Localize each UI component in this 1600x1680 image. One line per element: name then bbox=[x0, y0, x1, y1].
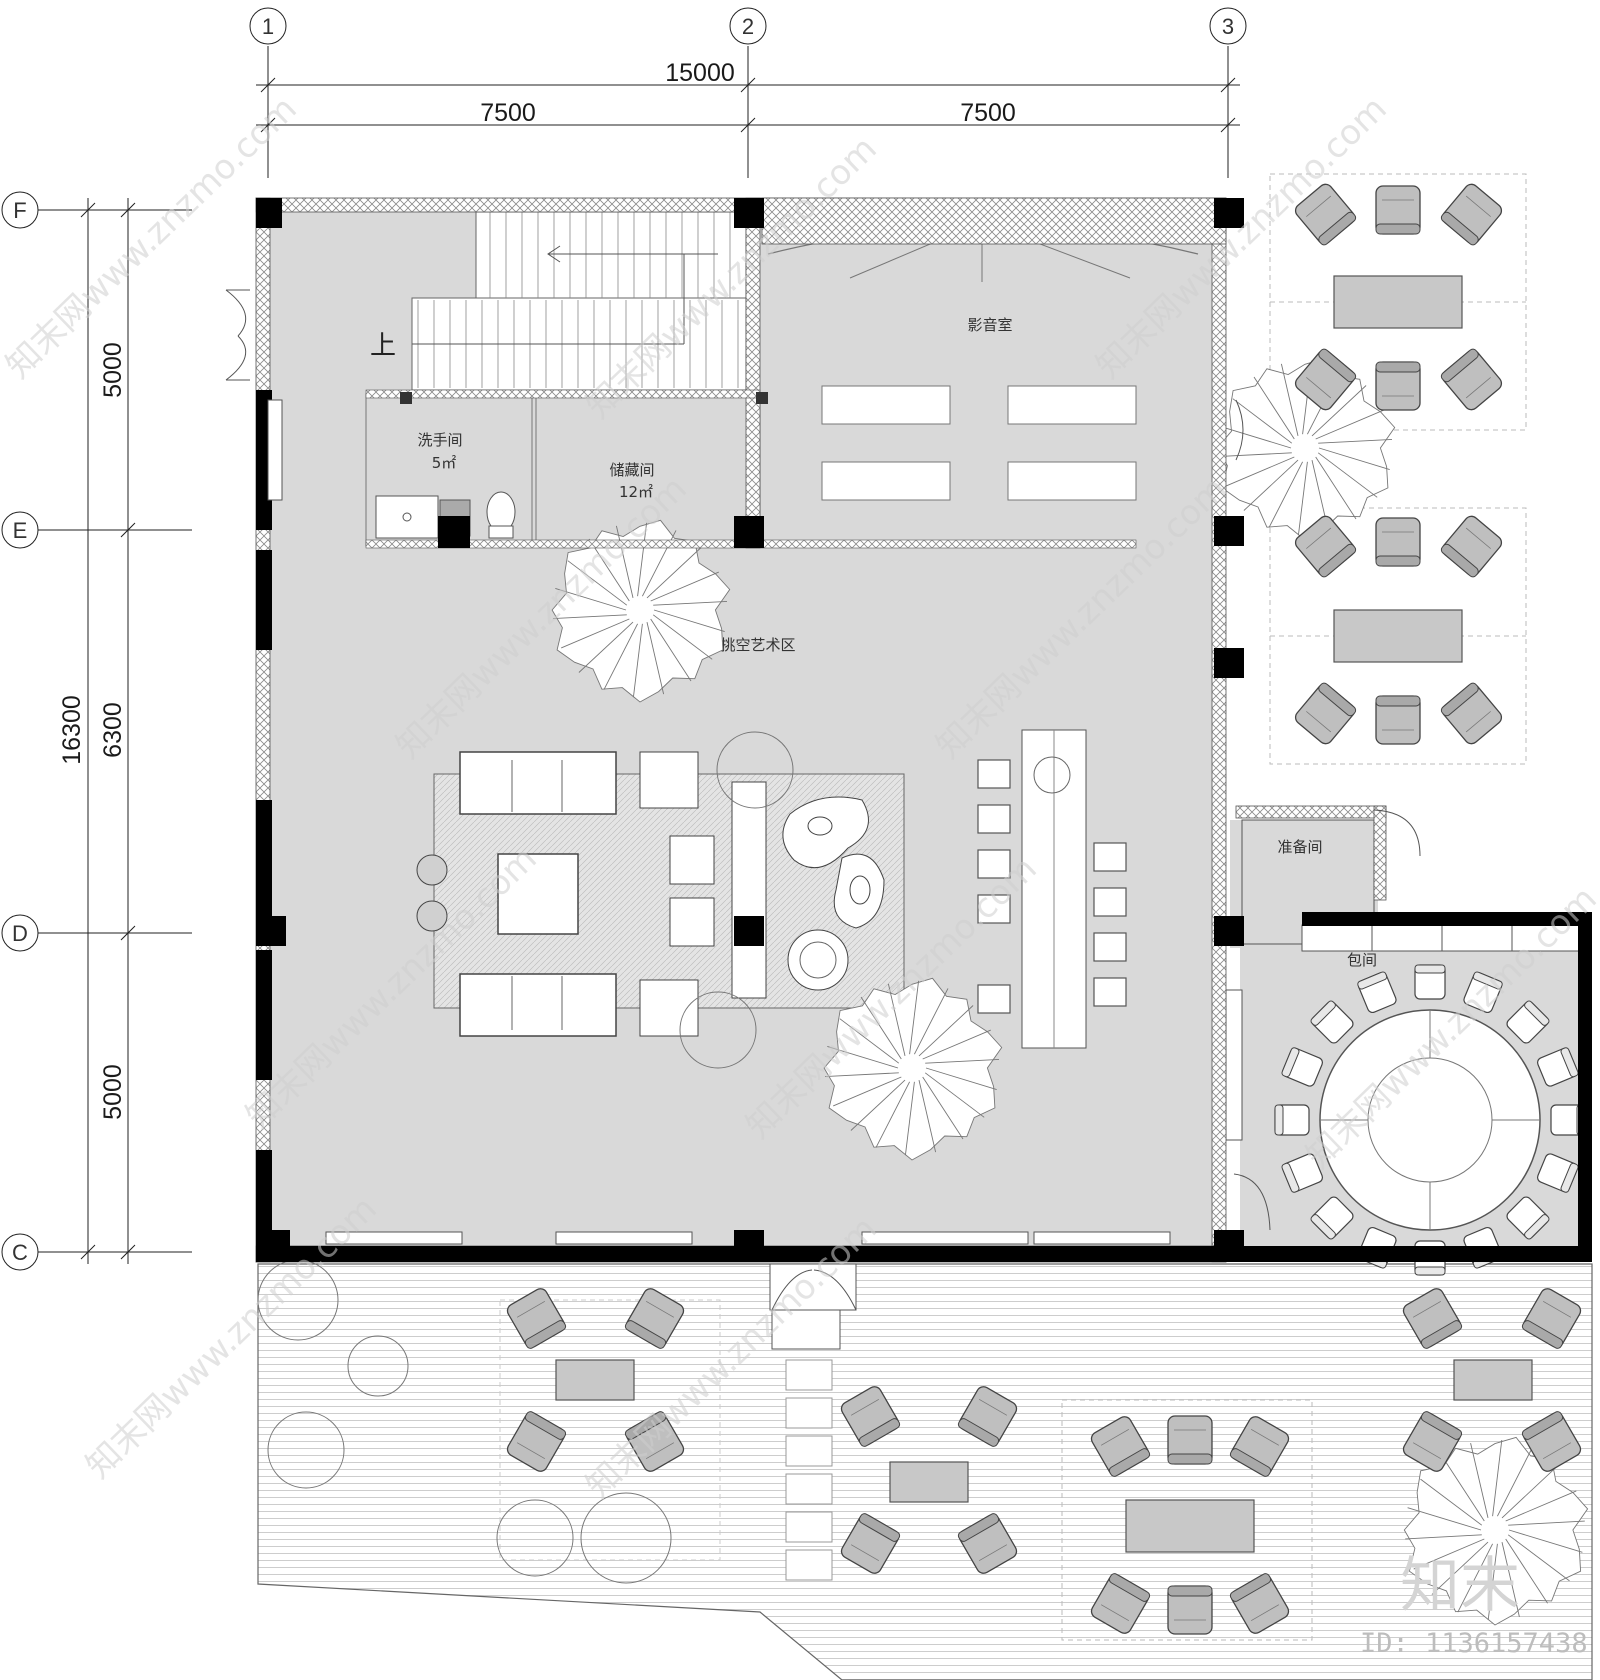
staircase bbox=[411, 211, 747, 391]
windows bbox=[267, 399, 1171, 1245]
walls bbox=[255, 197, 1592, 1263]
axis-label-row-f: F bbox=[13, 198, 26, 223]
room-area-washroom: 5㎡ bbox=[432, 454, 457, 472]
room-area-storage: 12㎡ bbox=[619, 483, 653, 501]
plant-tree-icons bbox=[551, 357, 1589, 1626]
watermark-logo: 知末 bbox=[1400, 1551, 1520, 1621]
room-label-storage: 储藏间 bbox=[609, 461, 654, 479]
lounge-chair-icon bbox=[1439, 512, 1505, 580]
dim-top-total: 15000 bbox=[665, 59, 735, 87]
stair-up-label: 上 bbox=[370, 331, 396, 361]
room-label-washroom: 洗手间 bbox=[417, 431, 462, 449]
axis-label-row-d: D bbox=[12, 921, 28, 946]
room-label-art-area: 挑空艺术区 bbox=[720, 636, 795, 654]
lounge-chair-icon bbox=[1439, 680, 1505, 748]
lounge-chair-icon bbox=[1375, 695, 1421, 745]
axis-grid bbox=[1, 7, 1247, 1271]
lounge-chair-icon bbox=[1167, 1415, 1213, 1465]
dim-left-total: 16300 bbox=[58, 695, 86, 765]
axis-label-row-e: E bbox=[13, 518, 28, 543]
av-room bbox=[767, 221, 1199, 547]
dining-tables bbox=[555, 275, 1533, 1553]
lounge-chair-icon bbox=[1375, 517, 1421, 567]
dim-left-upper: 5000 bbox=[99, 342, 127, 398]
bar-counter bbox=[977, 729, 1127, 1049]
lounge-area bbox=[416, 751, 905, 1037]
lounge-chair-icon bbox=[1292, 680, 1358, 748]
lounge-chair-icon bbox=[1375, 361, 1421, 411]
service-rooms bbox=[365, 393, 761, 547]
dim-left-lower: 5000 bbox=[99, 1064, 127, 1120]
round-table-chair-icon bbox=[1274, 1104, 1310, 1136]
axis-label-col-2: 2 bbox=[742, 14, 754, 39]
watermark-id: ID: 1136157438 bbox=[1360, 1628, 1588, 1659]
lounge-chair-icon bbox=[1439, 346, 1505, 414]
round-table-chair-icon bbox=[1414, 964, 1446, 1000]
lounge-chair-icon bbox=[1375, 185, 1421, 235]
lounge-chair-icon bbox=[1167, 1585, 1213, 1635]
room-label-prep: 准备间 bbox=[1277, 838, 1322, 856]
axis-label-col-1: 1 bbox=[262, 14, 274, 39]
dim-top-left: 7500 bbox=[480, 99, 536, 127]
room-label-private: 包间 bbox=[1347, 951, 1377, 969]
lounge-chair-icon bbox=[1439, 180, 1505, 248]
axis-label-row-c: C bbox=[12, 1240, 28, 1265]
dim-left-middle: 6300 bbox=[99, 702, 127, 758]
dim-top-right: 7500 bbox=[960, 99, 1016, 127]
axis-label-col-3: 3 bbox=[1222, 14, 1234, 39]
door-icons bbox=[225, 289, 1421, 1311]
room-label-av: 影音室 bbox=[967, 316, 1012, 334]
